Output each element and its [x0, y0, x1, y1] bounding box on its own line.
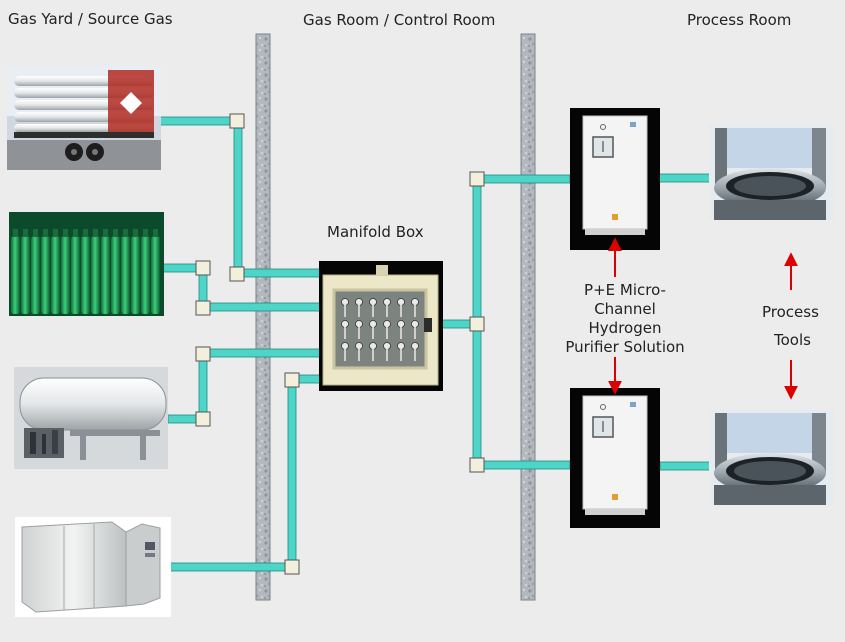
- purifier-label: P+E Micro- Channel Hydrogen Purifier Sol…: [555, 281, 695, 357]
- process-tool-top-image: [709, 125, 834, 220]
- manifold-box-label: Manifold Box: [327, 223, 424, 241]
- purifier-label-line-3: Hydrogen: [588, 319, 662, 337]
- purifier-cabinet-bottom: [570, 388, 660, 528]
- manifold-box-image: [319, 261, 443, 391]
- process-tools-label-line-1: Process: [762, 303, 819, 321]
- process-tool-bottom-image: [709, 410, 834, 505]
- cylinder-bank-image: [9, 212, 164, 316]
- purifier-label-line-1: P+E Micro-: [584, 281, 666, 299]
- hydrogen-generator-image: [15, 517, 171, 617]
- zone-label-gas-yard: Gas Yard / Source Gas: [8, 10, 173, 28]
- tube-trailer-image: [7, 66, 161, 170]
- pipe-fittings: [195, 113, 485, 575]
- zone-label-process-room: Process Room: [687, 11, 792, 29]
- bulk-tank-image: [14, 367, 168, 469]
- wall-room-process: [520, 33, 536, 601]
- purifier-cabinet-top: [570, 108, 660, 250]
- zone-label-gas-room: Gas Room / Control Room: [303, 11, 496, 29]
- process-tools-label-line-2: Tools: [774, 331, 811, 349]
- wall-gas-yard-room: [255, 33, 271, 601]
- purifier-label-line-2: Channel: [594, 300, 656, 318]
- purifier-label-line-4: Purifier Solution: [565, 338, 685, 356]
